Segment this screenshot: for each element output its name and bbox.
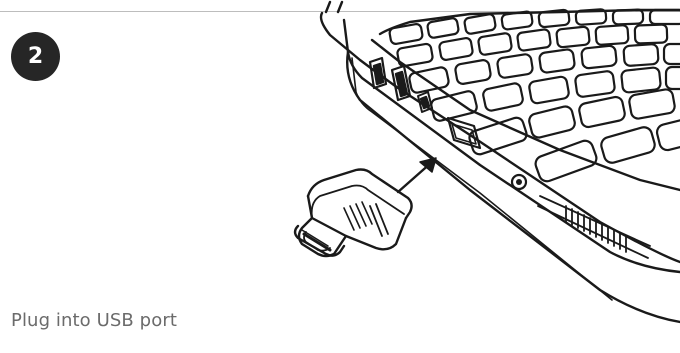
step-number-badge: 2: [11, 32, 60, 81]
side-ports: [370, 58, 432, 112]
laptop-usb-illustration: [290, 0, 680, 325]
laptop-icon: [321, 2, 680, 322]
step-caption: Plug into USB port: [11, 310, 177, 331]
insert-arrow-icon: [398, 158, 436, 192]
usb-drive-icon: [295, 170, 412, 257]
step-number: 2: [28, 46, 43, 68]
vent-grille: [538, 196, 650, 258]
